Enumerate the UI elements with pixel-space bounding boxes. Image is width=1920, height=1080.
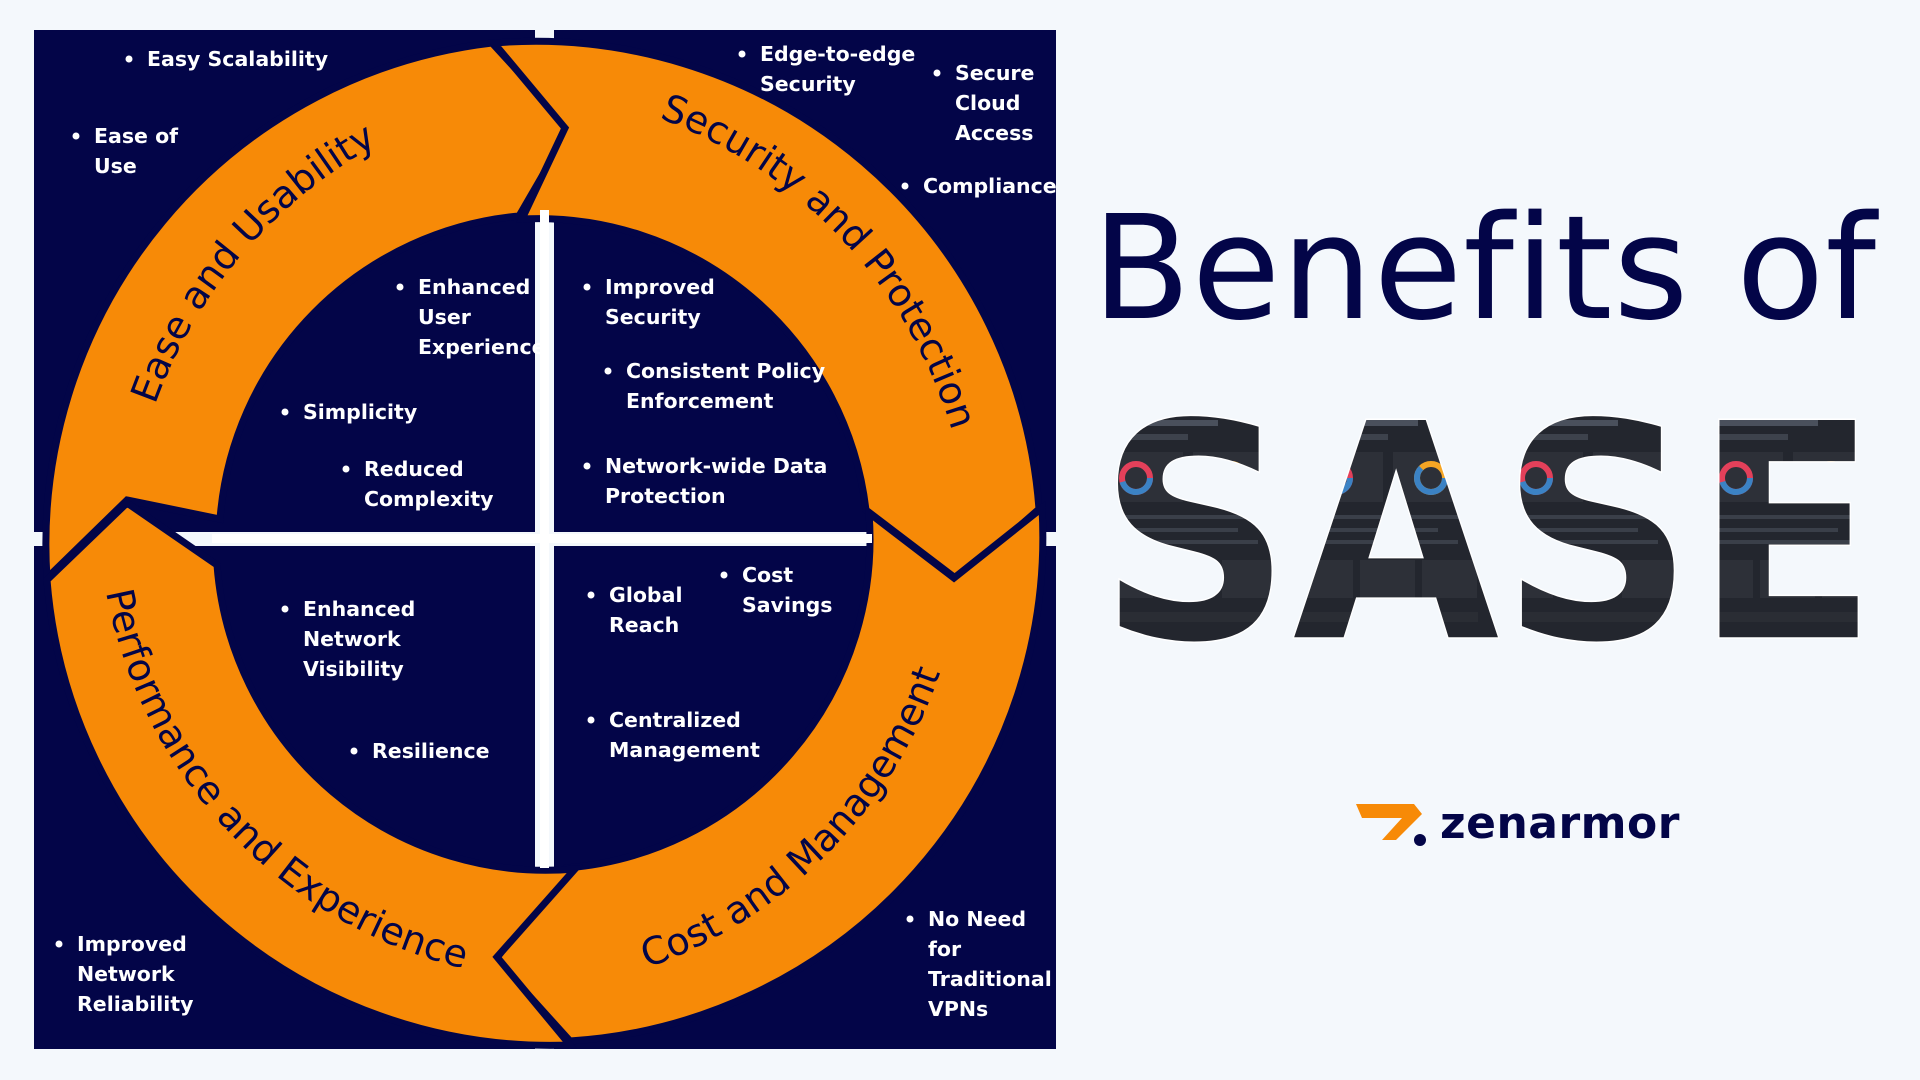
bullet-line: Centralized [609, 708, 741, 732]
bullet-line: Complexity [364, 487, 494, 511]
bullet-dot [72, 132, 80, 140]
bullet-dot [604, 367, 612, 375]
bullet-dot [906, 915, 914, 923]
bullet-line: VPNs [928, 997, 988, 1021]
bullet-line: Savings [742, 593, 832, 617]
bullet-dot [583, 462, 591, 470]
bullet-line: Enforcement [626, 389, 774, 413]
sase-wordmark: SASE [1097, 380, 1879, 660]
brand-name: zenarmor [1440, 798, 1680, 849]
bullet-item: Simplicity [303, 400, 417, 424]
bullet-line: Reliability [77, 992, 194, 1016]
bullet-dot [125, 55, 133, 63]
bullet-dot [901, 182, 909, 190]
bullet-line: for [928, 937, 962, 961]
bullet-item: Easy Scalability [147, 47, 328, 71]
bullet-line: Consistent Policy [626, 359, 825, 383]
bullet-dot [396, 283, 404, 291]
bullet-line: Cost [742, 563, 793, 587]
bullet-line: Ease of [94, 124, 179, 148]
bullet-line: Enhanced [303, 597, 415, 621]
bullet-line: Resilience [372, 739, 490, 763]
arrow-cost-management [491, 501, 1047, 1045]
bullet-line: Protection [605, 484, 726, 508]
sase-text: SASE [1098, 380, 1878, 660]
bullet-line: Visibility [303, 657, 404, 681]
bullet-line: Improved [77, 932, 187, 956]
bullet-line: Management [609, 738, 760, 762]
bullet-dot [281, 408, 289, 416]
bullet-dot [281, 605, 289, 613]
bullet-line: Use [94, 154, 137, 178]
bullet-dot [738, 50, 746, 58]
bullet-line: Global [609, 583, 682, 607]
bullet-line: Network [77, 962, 176, 986]
bullet-dot [587, 716, 595, 724]
bullet-dot [587, 591, 595, 599]
bullet-line: No Need [928, 907, 1026, 931]
bullet-dot [933, 69, 941, 77]
bullet-line: Easy Scalability [147, 47, 328, 71]
bullet-line: Security [605, 305, 701, 329]
bullet-line: Edge-to-edge [760, 42, 915, 66]
bullet-dot [55, 940, 63, 948]
bullet-line: Access [955, 121, 1033, 145]
arrow-performance-experience [43, 498, 584, 1049]
bullet-line: Enhanced [418, 275, 530, 299]
divider-horizontal [212, 534, 872, 543]
arrow-ease-usability [42, 39, 575, 586]
bullet-line: Network-wide Data [605, 454, 827, 478]
bullet-item: Compliance [923, 174, 1057, 198]
bullet-dot [583, 283, 591, 291]
bullet-item: Ease of Use [94, 124, 179, 178]
bullet-line: Simplicity [303, 400, 417, 424]
zenarmor-logo [1356, 804, 1426, 846]
bullet-line: Secure [955, 61, 1034, 85]
bullet-line: Security [760, 72, 856, 96]
logo-mark-dot [1414, 834, 1426, 846]
bullet-line: Reach [609, 613, 679, 637]
cycle-ring [42, 37, 1047, 1049]
bullet-dot [720, 571, 728, 579]
bullet-item: Resilience [372, 739, 490, 763]
logo-mark-orange [1356, 804, 1422, 840]
bullet-dot [350, 747, 358, 755]
bullet-line: Compliance [923, 174, 1057, 198]
quadrant-dividers [212, 210, 872, 868]
bullet-line: Experience [418, 335, 546, 359]
bullet-dot [342, 465, 350, 473]
bullet-line: User [418, 305, 472, 329]
zenarmor-logo-icon [1356, 804, 1426, 846]
bullet-line: Reduced [364, 457, 464, 481]
arrow-security-protection [486, 37, 1043, 585]
bullet-line: Improved [605, 275, 715, 299]
bullet-line: Traditional [928, 967, 1052, 991]
bullet-line: Cloud [955, 91, 1020, 115]
page-title: Benefits of [1092, 184, 1877, 352]
bullet-line: Network [303, 627, 402, 651]
